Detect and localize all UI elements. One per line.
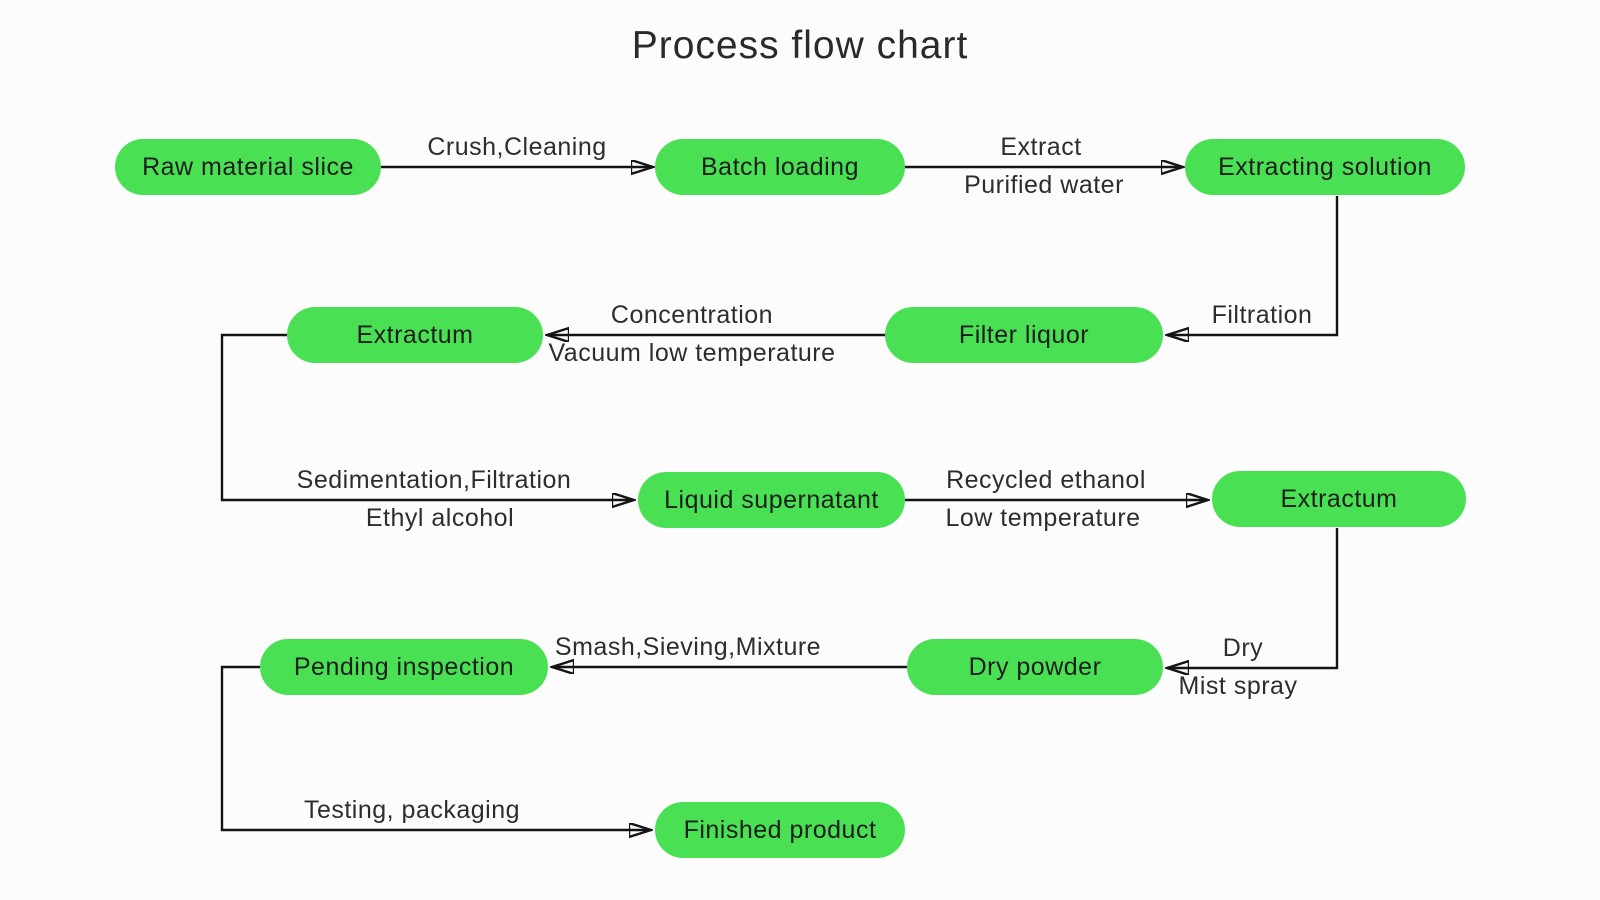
edge-label-smash-sieving-mixture: Smash,Sieving,Mixture bbox=[554, 633, 822, 661]
edge-label-purified-water: Purified water bbox=[964, 171, 1124, 199]
node-extracting-solution: Extracting solution bbox=[1185, 139, 1465, 195]
chart-title: Process flow chart bbox=[631, 24, 969, 67]
edge-label-concentration: Concentration bbox=[610, 301, 774, 329]
node-batch-loading: Batch loading bbox=[655, 139, 905, 195]
node-extractum-refined: Extractum bbox=[1212, 471, 1466, 527]
edge-label-filtration: Filtration bbox=[1211, 301, 1313, 329]
edge-testing-packaging-arrow bbox=[220, 665, 651, 830]
node-liquid-supernatant: Liquid supernatant bbox=[638, 472, 905, 528]
edge-label-sedimentation-filtration: Sedimentation,Filtration bbox=[296, 466, 572, 494]
node-raw-material-slice: Raw material slice bbox=[115, 139, 381, 195]
node-extractum-concentrated: Extractum bbox=[287, 307, 543, 363]
edge-label-ethyl-alcohol: Ethyl alcohol bbox=[365, 504, 515, 532]
node-finished-product: Finished product bbox=[655, 802, 905, 858]
edge-label-low-temperature: Low temperature bbox=[945, 504, 1141, 532]
edge-label-recycled-ethanol: Recycled ethanol bbox=[946, 466, 1146, 494]
edge-label-vacuum-low-temperature: Vacuum low temperature bbox=[548, 339, 836, 367]
edge-dry-mist-spray-arrow bbox=[1167, 528, 1339, 668]
edge-label-dry: Dry bbox=[1222, 634, 1264, 662]
edge-sedimentation-filtration-arrow bbox=[220, 333, 634, 500]
edge-label-mist-spray: Mist spray bbox=[1178, 672, 1298, 700]
node-filter-liquor: Filter liquor bbox=[885, 307, 1163, 363]
edge-label-extract: Extract bbox=[1000, 133, 1082, 161]
edge-label-crush-cleaning: Crush,Cleaning bbox=[427, 133, 607, 161]
edge-label-testing-packaging: Testing, packaging bbox=[303, 796, 521, 824]
edge-filtration-arrow bbox=[1167, 196, 1339, 335]
node-pending-inspection: Pending inspection bbox=[260, 639, 548, 695]
node-dry-powder: Dry powder bbox=[907, 639, 1163, 695]
